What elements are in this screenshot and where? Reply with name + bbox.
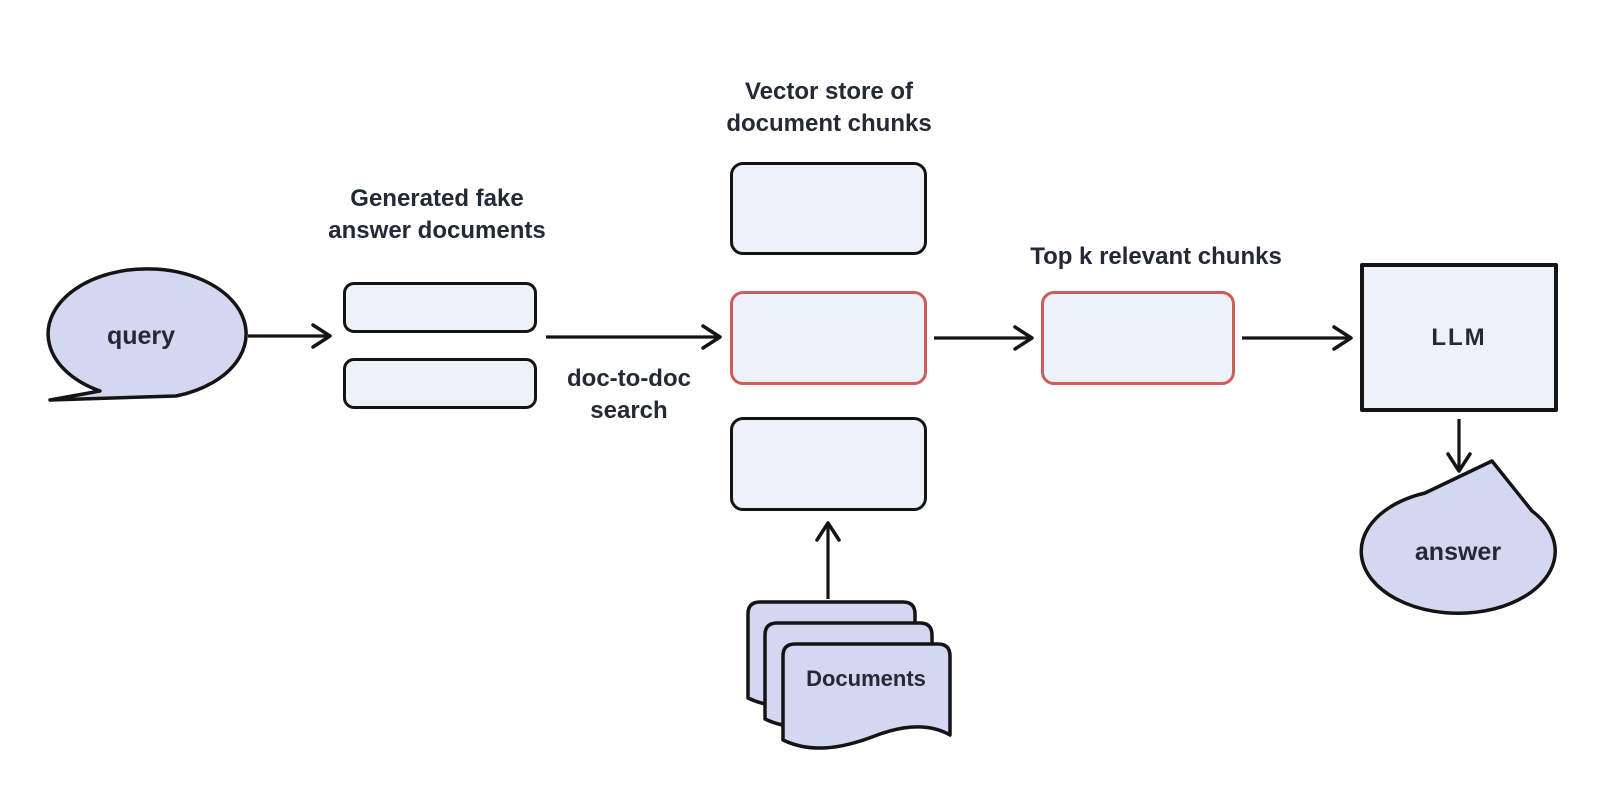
- generated-fake-docs-label-line1: Generated fake: [350, 185, 524, 212]
- doc-to-doc-search-label: doc-to-doc search: [504, 363, 754, 427]
- top-k-chunks-box: [1041, 291, 1235, 385]
- generated-fake-docs-label: Generated fake answer documents: [277, 183, 597, 247]
- vector-store-label: Vector store of document chunks: [679, 76, 979, 140]
- query-label: query: [106, 322, 176, 350]
- llm-label: LLM: [1431, 323, 1487, 351]
- llm-box: LLM: [1360, 263, 1558, 412]
- vector-store-label-line1: Vector store of: [744, 78, 914, 105]
- top-k-chunks-label: Top k relevant chunks: [1030, 243, 1282, 270]
- answer-speech-bubble: [1359, 459, 1557, 615]
- documents-label: Documents: [806, 666, 926, 691]
- answer-label: answer: [1414, 538, 1502, 566]
- vector-store-box-highlighted: [730, 291, 927, 385]
- doc-to-doc-search-label-line1: doc-to-doc: [567, 365, 691, 392]
- fake-answer-doc-box-2: [343, 358, 537, 409]
- fake-answer-doc-box-1: [343, 282, 537, 333]
- generated-fake-docs-label-line2: answer documents: [328, 217, 546, 244]
- doc-to-doc-search-label-line2: search: [590, 397, 668, 424]
- vector-store-box-bottom: [730, 417, 927, 511]
- document-shape-front: [781, 642, 952, 750]
- query-speech-bubble: [46, 267, 248, 402]
- vector-store-label-line2: document chunks: [726, 110, 932, 137]
- vector-store-box-top: [730, 162, 927, 255]
